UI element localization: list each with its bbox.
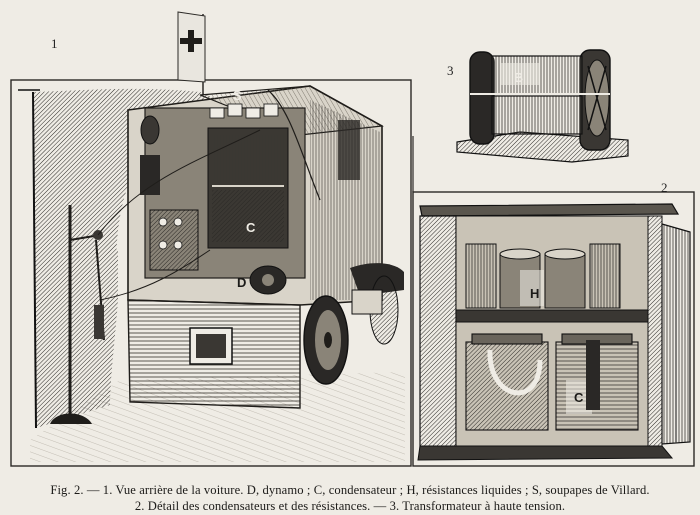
caption-line-2: 2. Détail des condensateurs et des résis… [134,499,566,513]
label-c-condensateur: C [246,220,256,235]
ambulance-rear-view [18,11,405,462]
panel-1-frame [10,79,412,467]
panel-number-1: 1 [51,36,58,51]
red-cross-flag-icon [177,11,206,95]
panel-2-frame [412,191,695,467]
caption-line-1: Fig. 2. — 1. Vue arrière de la voiture. … [50,483,650,497]
condenser-cabinet-drawing [417,203,691,461]
label-h-resistances: H [530,286,539,301]
label-b-transformateur: B [514,70,523,85]
panel-number-3: 3 [447,63,454,78]
label-s-soupapes: S [233,88,242,103]
label-c-condensateur-detail: C [574,390,584,405]
transformer-drawing [456,49,629,163]
label-d-dynamo: D [237,275,246,290]
figure-caption: Fig. 2. — 1. Vue arrière de la voiture. … [0,482,700,514]
panel-number-2: 2 [661,180,668,195]
